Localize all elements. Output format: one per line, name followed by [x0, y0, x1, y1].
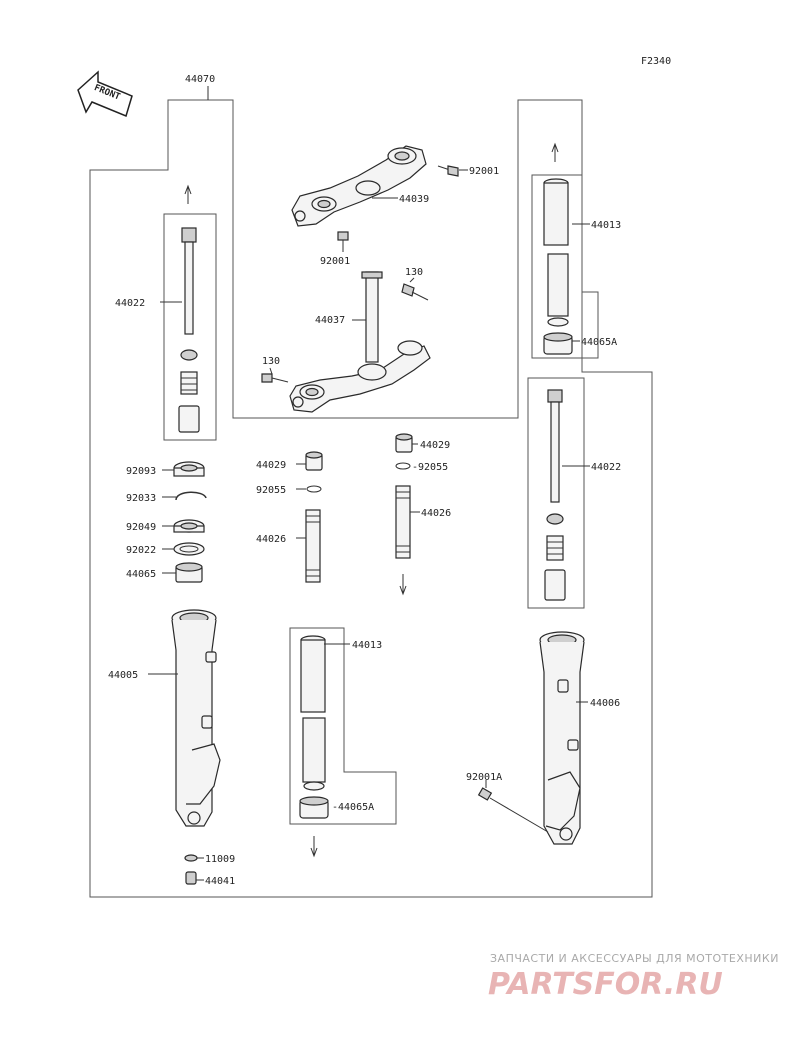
- label-44005: 44005: [108, 670, 138, 681]
- label-44029-left: 44029: [256, 460, 286, 471]
- spring-44026-right: [395, 485, 411, 559]
- label-92033: 92033: [126, 493, 156, 504]
- label-44006: 44006: [590, 698, 620, 709]
- inner-tube-44013-center: [300, 635, 326, 791]
- label-44065a-center: -44065A: [332, 802, 374, 813]
- subframe-44013-right: [531, 174, 599, 359]
- figure-code: F2340: [641, 56, 671, 67]
- label-44022-left: 44022: [115, 298, 145, 309]
- upper-bracket-44039: [291, 145, 427, 227]
- outer-tube-44005: [171, 609, 221, 827]
- label-44065: 44065: [126, 569, 156, 580]
- label-44037: 44037: [315, 315, 345, 326]
- bushing-44065a-center: [299, 796, 329, 819]
- bushing-44065a-right: [543, 332, 573, 355]
- label-44065a-right: 44065A: [581, 337, 617, 348]
- label-44026-left: 44026: [256, 534, 286, 545]
- cap-bolt-44029-right: [395, 433, 413, 453]
- steering-stem-44037: [289, 271, 431, 413]
- label-44041: 44041: [205, 876, 235, 887]
- watermark-tagline: ЗАПЧАСТИ И АКСЕССУАРЫ ДЛЯ МОТОТЕХНИКИ: [490, 952, 779, 965]
- bushing-44065: [175, 562, 203, 583]
- bolt-44041: [185, 871, 197, 885]
- spring-44026-left: [305, 509, 321, 583]
- label-92055-left: 92055: [256, 485, 286, 496]
- label-130-left: 130: [262, 356, 280, 367]
- label-44013-right: 44013: [591, 220, 621, 231]
- watermark-logo: PARTSFOR.RU: [488, 967, 723, 1002]
- label-44022-right: 44022: [591, 462, 621, 473]
- label-92001-top: 92001: [469, 166, 499, 177]
- subframe-44013-center: [289, 627, 397, 825]
- cap-bolt-44029-left: [305, 451, 323, 471]
- label-92055-right: -92055: [412, 462, 448, 473]
- label-92093: 92093: [126, 466, 156, 477]
- bolt-92001a: [477, 787, 549, 833]
- oil-seal-92049: [173, 519, 205, 533]
- o-ring-92055-left: [306, 485, 322, 493]
- bolt-130-left: [261, 373, 289, 383]
- oil-seal-92093: [173, 461, 205, 477]
- subframe-44022-left: [163, 213, 217, 441]
- label-44029-right: 44029: [420, 440, 450, 451]
- label-11009: 11009: [205, 854, 235, 865]
- damper-rod-44022-right: [544, 389, 566, 601]
- label-92022: 92022: [126, 545, 156, 556]
- inner-tube-44013-right: [543, 178, 569, 327]
- outer-tube-44006: [539, 631, 585, 845]
- bolt-92001-mid: [337, 231, 349, 252]
- label-130-right: 130: [405, 267, 423, 278]
- washer-92022: [173, 542, 205, 556]
- direction-arrow-icon: [310, 836, 318, 858]
- bolt-130-right: [401, 283, 429, 301]
- label-44070: 44070: [185, 74, 215, 85]
- direction-arrow-icon: [184, 184, 192, 204]
- label-44026-right: 44026: [421, 508, 451, 519]
- label-92001-mid: 92001: [320, 256, 350, 267]
- washer-11009: [184, 854, 198, 862]
- direction-arrow-icon: [399, 574, 407, 596]
- o-ring-92055-right: [395, 462, 411, 470]
- front-arrow-icon: FRONT: [77, 70, 133, 118]
- subframe-44022-right: [527, 377, 585, 609]
- assembly-frame-44070: [89, 99, 653, 898]
- label-44039: 44039: [399, 194, 429, 205]
- circlip-92033: [175, 491, 207, 501]
- label-92049: 92049: [126, 522, 156, 533]
- direction-arrow-icon: [551, 142, 559, 162]
- bolt-92001-top: [437, 165, 459, 177]
- label-44013-center: 44013: [352, 640, 382, 651]
- damper-rod-44022-left: [178, 227, 200, 433]
- label-92001a: 92001A: [466, 772, 502, 783]
